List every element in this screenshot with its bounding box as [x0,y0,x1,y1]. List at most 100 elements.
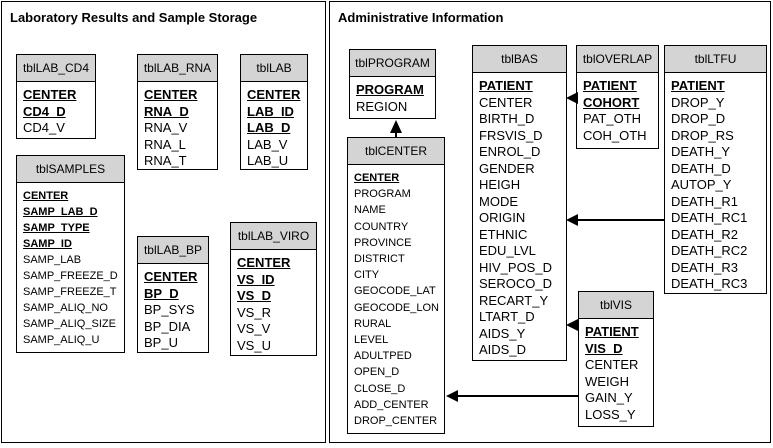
key-field: CENTER [144,87,198,102]
field: RNA_T [144,153,187,168]
table-header: tblLAB_BP [138,237,208,264]
field: LEVEL [354,334,389,347]
field: AUTOP_Y [671,177,732,192]
key-field: CENTER [23,87,77,102]
field: SAMP_ALIQ_SIZE [23,318,116,330]
key-field: VS_ID [237,271,275,287]
key-field: RNA_D [144,103,189,119]
field: REGION [356,98,408,114]
field: DEATH_RC2 [671,243,748,258]
key-field: PATIENT [479,78,533,93]
table-header: tblLAB [241,55,307,82]
field: AIDS_Y [479,325,526,341]
table-header: tblLAB_RNA [138,55,217,82]
key-field: LAB_ID [247,103,294,119]
field: SAMP_FREEZE_T [23,286,117,298]
field: FRSVIS_D [479,127,543,143]
field: CD4_V [23,120,65,135]
field: NAME [354,204,386,217]
key-field: PROGRAM [356,82,424,97]
field: VS_R [237,304,271,320]
field: HEIGH [479,177,521,192]
key-field: VS_D [237,288,271,303]
field: DEATH_D [671,160,731,176]
field: ETHNIC [479,226,528,242]
key-field: CENTER [144,269,198,284]
field: GENDER [479,160,535,176]
field: CENTER [585,357,639,372]
field: BP_DIA [144,318,191,334]
field: PROGRAM [354,188,411,201]
key-field: SAMP_TYPE [23,222,90,234]
field: LTART_D [479,309,535,324]
field: GEOCODE_LAT [354,285,436,298]
key-field: PATIENT [583,78,637,93]
field: LAB_V [247,136,288,152]
field: GAIN_Y [585,390,633,405]
table-fields: CENTER SAMP_LAB_D SAMP_TYPE SAMP_ID SAMP_LAB… [17,183,124,348]
field: HIV_POS_D [479,259,552,275]
field: SAMP_ALIQ_NO [23,302,108,314]
field: BP_SYS [144,302,195,317]
table-header: tblLAB_VIRO [231,223,316,250]
field: VS_U [237,337,271,353]
field: EDU_LVL [479,243,536,258]
field: RNA_V [144,120,188,135]
field: SAMP_LAB [23,254,82,266]
table-header: tblLTFU [665,46,766,73]
table-header: tblVIS [579,292,653,319]
lab-panel-title: Laboratory Results and Sample Storage [10,10,258,25]
key-field: VIS_D [585,340,623,356]
admin-panel-title: Administrative Information [338,10,504,25]
field: DROP_RS [671,127,734,143]
field: MODE [479,193,518,209]
field: AIDS_D [479,342,526,357]
field: CENTER [479,94,533,110]
table-header: tblCENTER [348,138,444,165]
key-field: LAB_D [247,120,291,135]
field: RECART_Y [479,292,549,308]
table-header: tblOVERLAP [577,46,658,73]
field: ORIGIN [479,210,526,225]
field: OPEN_D [354,366,400,379]
field: RNA_L [144,136,186,152]
field: DEATH_RC1 [671,210,748,225]
key-field: PATIENT [671,78,725,93]
key-field: SAMP_LAB_D [23,206,98,218]
key-field: CENTER [23,190,69,202]
lab-panel: Laboratory Results and Sample Storage [1,1,326,443]
key-field: CENTER [354,172,400,184]
table-header: tblLAB_CD4 [17,55,95,82]
field: DEATH_RC3 [671,276,748,291]
field: DISTRICT [354,253,405,266]
field: CITY [354,269,380,282]
field: RURAL [354,317,392,330]
key-field: BP_D [144,285,179,301]
field: COH_OTH [583,127,647,143]
key-field: SAMP_ID [23,238,72,250]
field: ENROL_D [479,144,541,159]
field: BP_U [144,335,178,350]
field: SAMP_FREEZE_D [23,270,118,282]
